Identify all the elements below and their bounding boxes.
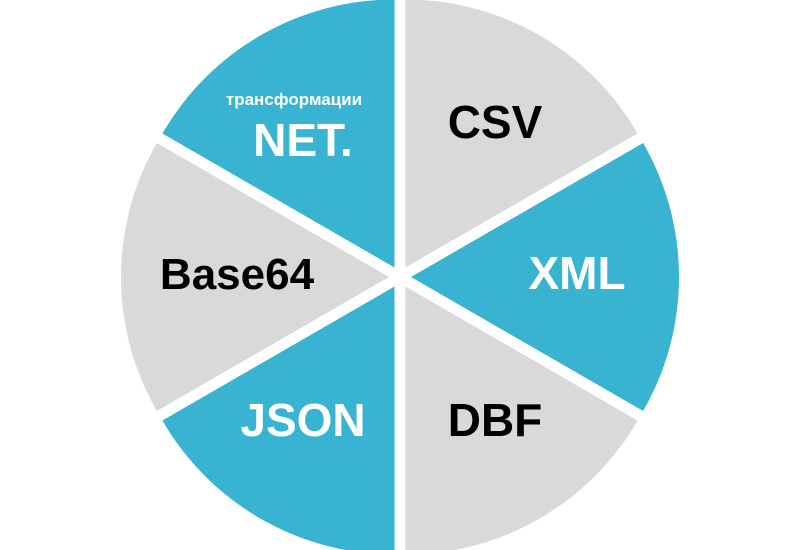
segment-xml-label: XML	[528, 247, 625, 299]
segment-dbf-label: DBF	[448, 394, 543, 446]
segment-net-label: NET.	[253, 114, 353, 166]
segment-csv-label: CSV	[448, 96, 543, 148]
segment-dbf	[405, 286, 638, 550]
segment-base64-label: Base64	[160, 250, 315, 299]
segment-json-label: JSON	[240, 394, 365, 446]
wheel-segments	[120, 0, 680, 550]
segment-csv	[405, 0, 638, 268]
segment-json	[162, 286, 395, 550]
segment-net	[162, 0, 395, 268]
segment-base64	[120, 143, 389, 411]
segment-net-sublabel: трансформации	[226, 90, 362, 109]
segment-xml	[411, 143, 680, 411]
